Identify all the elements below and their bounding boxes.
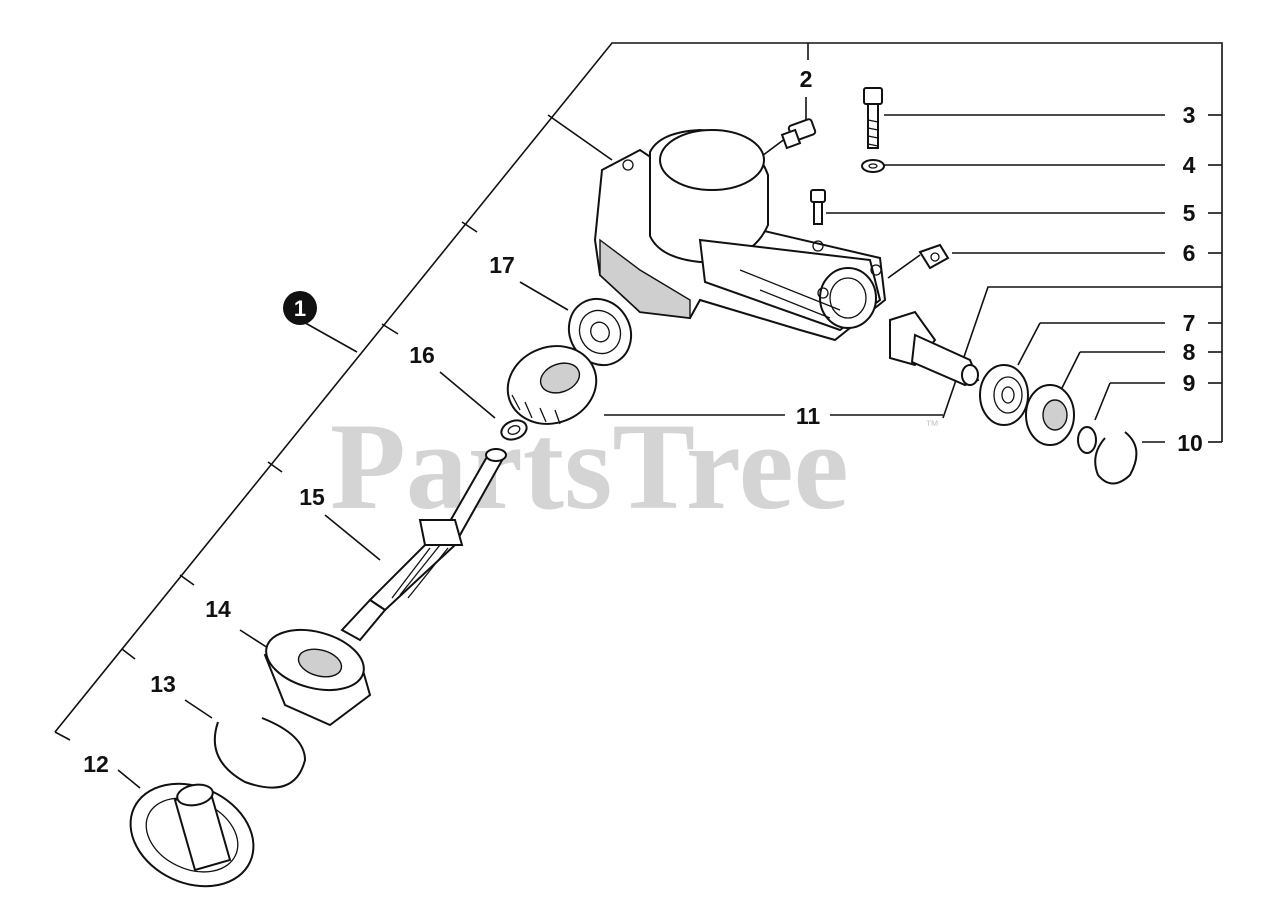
- callout-6: 6: [1183, 240, 1196, 266]
- callout-3: 3: [1183, 102, 1196, 128]
- callout-10: 10: [1177, 430, 1203, 456]
- callout-11: 11: [796, 403, 821, 429]
- callout-16: 16: [409, 342, 435, 368]
- part-4-washer: [861, 159, 885, 173]
- part-8-bearing: [1025, 384, 1075, 446]
- part-6-plate: [918, 243, 950, 270]
- part-17-bearing: [567, 297, 633, 367]
- callout-8: 8: [1183, 339, 1196, 365]
- callout-4: 4: [1183, 152, 1196, 178]
- part-9-ring: [1077, 426, 1097, 454]
- callout-17: 17: [489, 252, 515, 278]
- part-13-snap-ring: [213, 717, 307, 789]
- part-10-snap-ring: [1094, 431, 1138, 485]
- callout-13: 13: [150, 671, 176, 697]
- callout-12: 12: [83, 751, 109, 777]
- part-11-pinion: [889, 310, 980, 387]
- callout-9: 9: [1183, 370, 1196, 396]
- callout-14: 14: [205, 596, 231, 622]
- gear-housing: [593, 128, 887, 342]
- callout-2: 2: [800, 66, 813, 92]
- watermark-trademark: ™: [925, 417, 939, 433]
- part-12-cap: [129, 782, 255, 888]
- part-3-bolt: [863, 87, 883, 149]
- callout-15: 15: [299, 484, 325, 510]
- watermark-text: PartsTree: [330, 398, 849, 535]
- callout-5: 5: [1183, 200, 1196, 226]
- part-14-bearing: [263, 629, 372, 727]
- part-bevel-gear: [506, 345, 598, 425]
- assembly-marker-circle: [283, 291, 317, 325]
- leader-lines: [117, 97, 1165, 789]
- part-2-screw: [780, 118, 817, 150]
- callout-7: 7: [1183, 310, 1196, 336]
- part-5-screw: [810, 189, 826, 225]
- part-16-washer: [500, 419, 528, 441]
- part-15-shaft: [340, 448, 507, 642]
- part-7-bearing: [979, 364, 1029, 426]
- assembly-marker-label: 1: [294, 296, 306, 321]
